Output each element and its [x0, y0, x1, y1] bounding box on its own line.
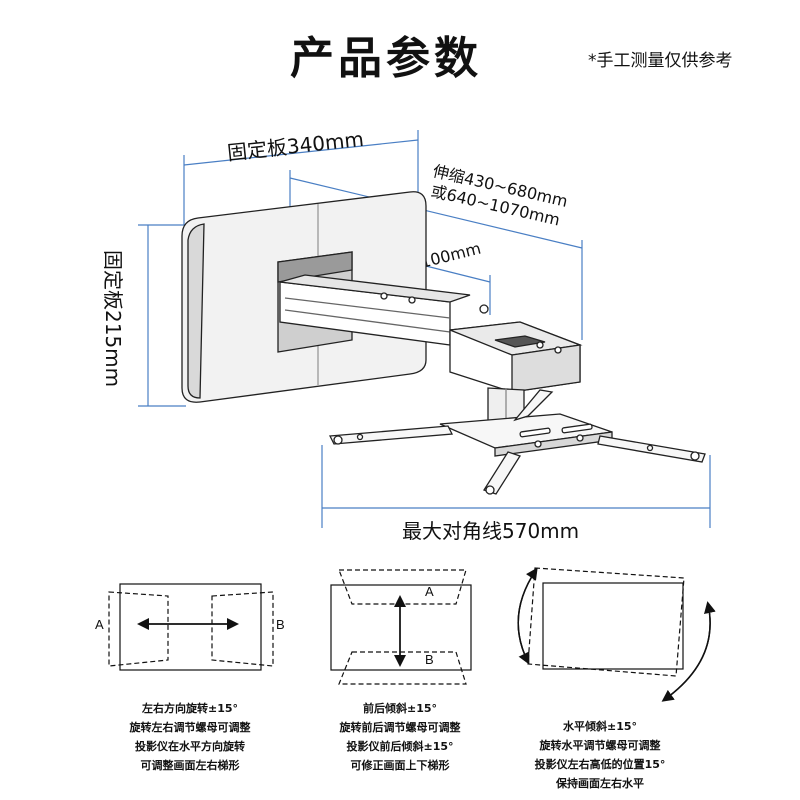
- tilt-caption: 前后倾斜±15° 旋转前后调节螺母可调整 投影仪前后倾斜±15° 可修正画面上下…: [290, 699, 510, 775]
- plate-height-label: 固定板215mm: [101, 250, 125, 387]
- arm-width-label: 100mm: [418, 239, 482, 272]
- tilt-diagram: A B: [330, 569, 472, 685]
- tilt-caption-line: 旋转前后调节螺母可调整: [339, 721, 461, 734]
- spider-bracket: [328, 389, 706, 495]
- level-caption-line: 投影仪左右高低的位置15°: [534, 758, 666, 771]
- page-title: 产品参数: [290, 33, 482, 84]
- rotation-caption-line: 旋转左右调节螺母可调整: [129, 721, 251, 734]
- plate-width-label: 固定板340mm: [226, 127, 365, 165]
- measurement-note: *手工测量仅供参考: [588, 51, 733, 71]
- rotation-caption-line: 投影仪在水平方向旋转: [135, 740, 245, 753]
- level-caption-line: 保持画面左右水平: [556, 777, 644, 790]
- max-diagonal-label: 最大对角线570mm: [402, 519, 579, 543]
- tilt-caption-line: 投影仪前后倾斜±15°: [346, 740, 454, 753]
- level-caption: 水平倾斜±15° 旋转水平调节螺母可调整 投影仪左右高低的位置15° 保持画面左…: [490, 717, 710, 793]
- level-caption-line: 水平倾斜±15°: [562, 720, 638, 733]
- rotation-letter-b: B: [276, 617, 285, 632]
- rotation-letter-a: A: [95, 617, 104, 632]
- rotation-diagram: A B: [95, 583, 285, 671]
- level-caption-line: 旋转水平调节螺母可调整: [539, 739, 661, 752]
- level-diagram: [517, 567, 716, 702]
- rotation-caption-line: 可调整画面左右梯形: [140, 759, 240, 772]
- tilt-caption-line: 可修正画面上下梯形: [350, 759, 450, 772]
- tilt-letter-b: B: [425, 652, 434, 667]
- tilt-letter-a: A: [425, 584, 434, 599]
- rotation-caption-line: 左右方向旋转±15°: [141, 702, 239, 715]
- rotation-caption: 左右方向旋转±15° 旋转左右调节螺母可调整 投影仪在水平方向旋转 可调整画面左…: [80, 699, 300, 775]
- tilt-caption-line: 前后倾斜±15°: [362, 702, 438, 715]
